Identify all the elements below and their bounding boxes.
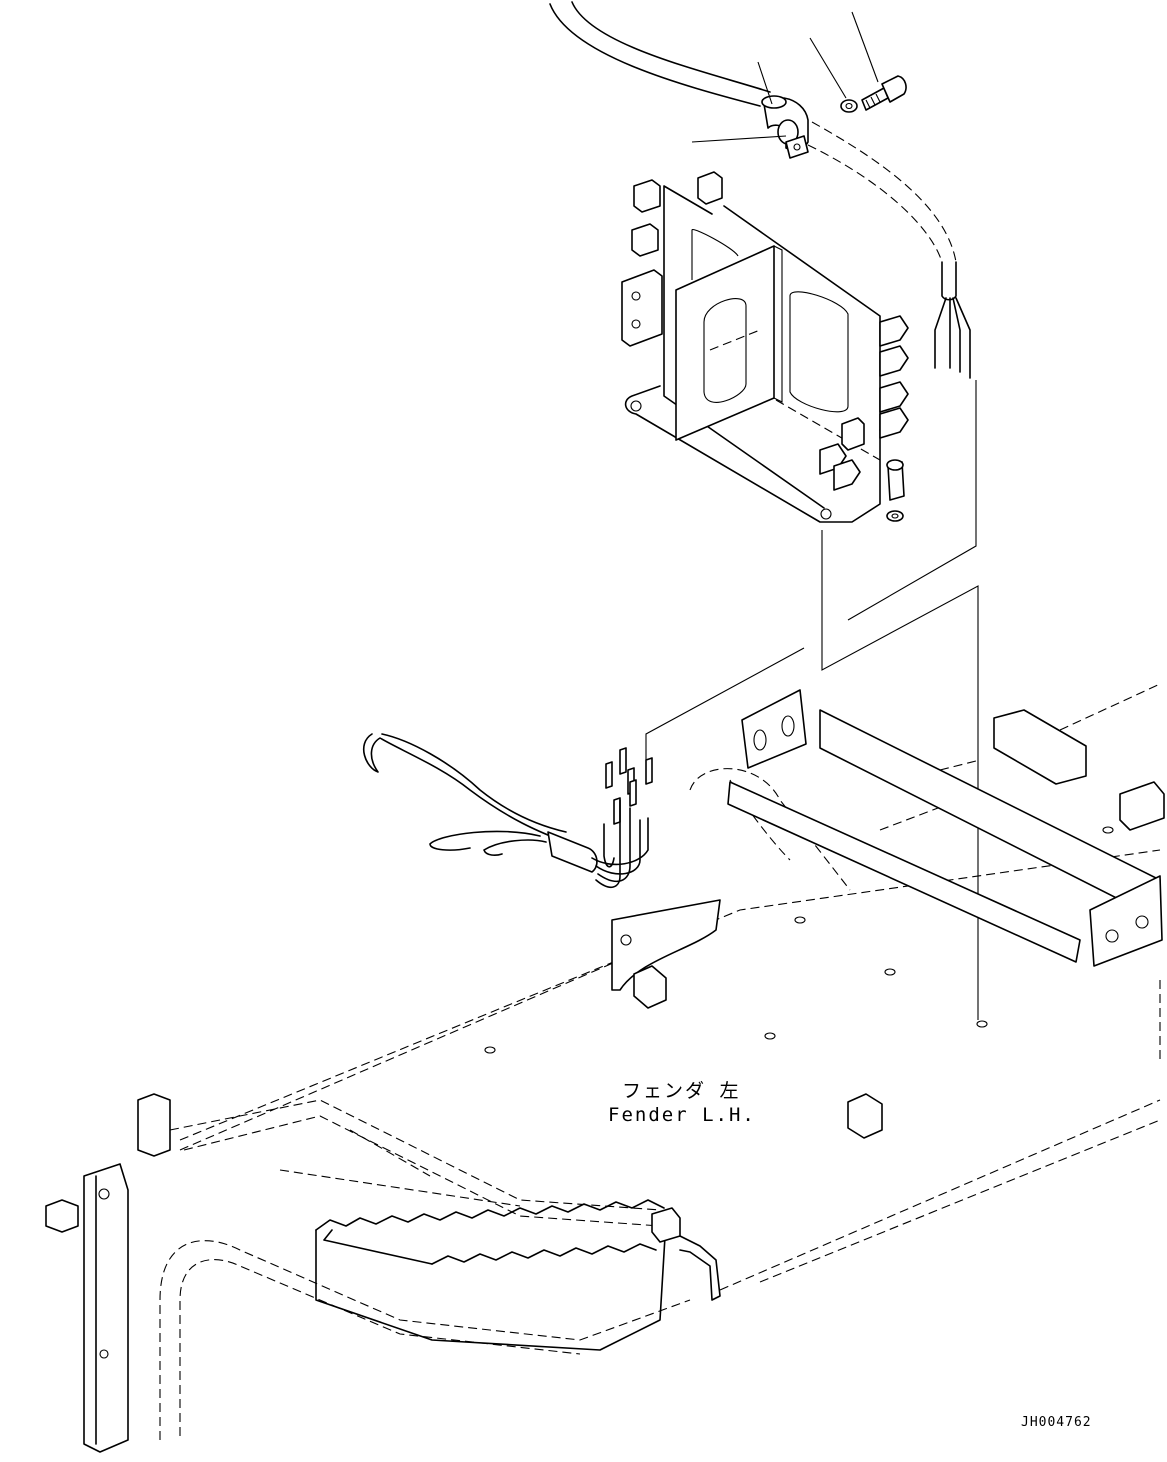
wiring-harness [549,1,971,379]
clamp-bracket [785,135,809,159]
lower-wiring-harness [362,733,649,888]
step [45,1093,721,1453]
leader-lines [691,11,879,143]
harness-clamp [761,95,809,151]
washer [840,99,858,113]
part-label-japanese: フェンダ 左 [622,1080,741,1102]
part-label-english: Fender L.H. [608,1104,756,1126]
controller-mount-bracket [621,171,909,523]
fender-left [179,683,1165,1291]
drawing-number: JH004762 [1021,1415,1092,1430]
connector-terminals [605,747,653,825]
bolt [861,75,907,111]
